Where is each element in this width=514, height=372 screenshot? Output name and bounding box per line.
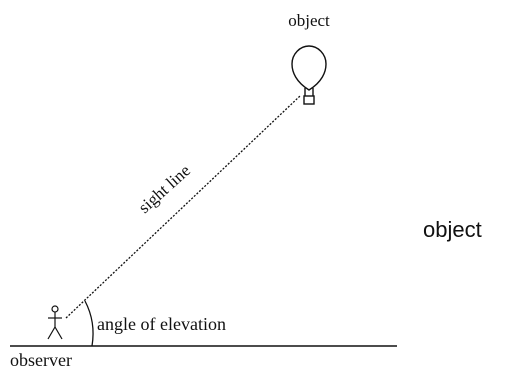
hot-air-balloon-icon: [292, 46, 326, 104]
sight-line-label: sight line: [135, 161, 194, 217]
observer-label: observer: [10, 350, 72, 370]
angle-arc: [85, 301, 93, 346]
sight-line: [66, 96, 300, 318]
angle-label: angle of elevation: [97, 314, 226, 334]
side-object-label: object: [423, 219, 482, 241]
stick-figure-icon: [48, 306, 62, 339]
object-label: object: [288, 11, 330, 30]
